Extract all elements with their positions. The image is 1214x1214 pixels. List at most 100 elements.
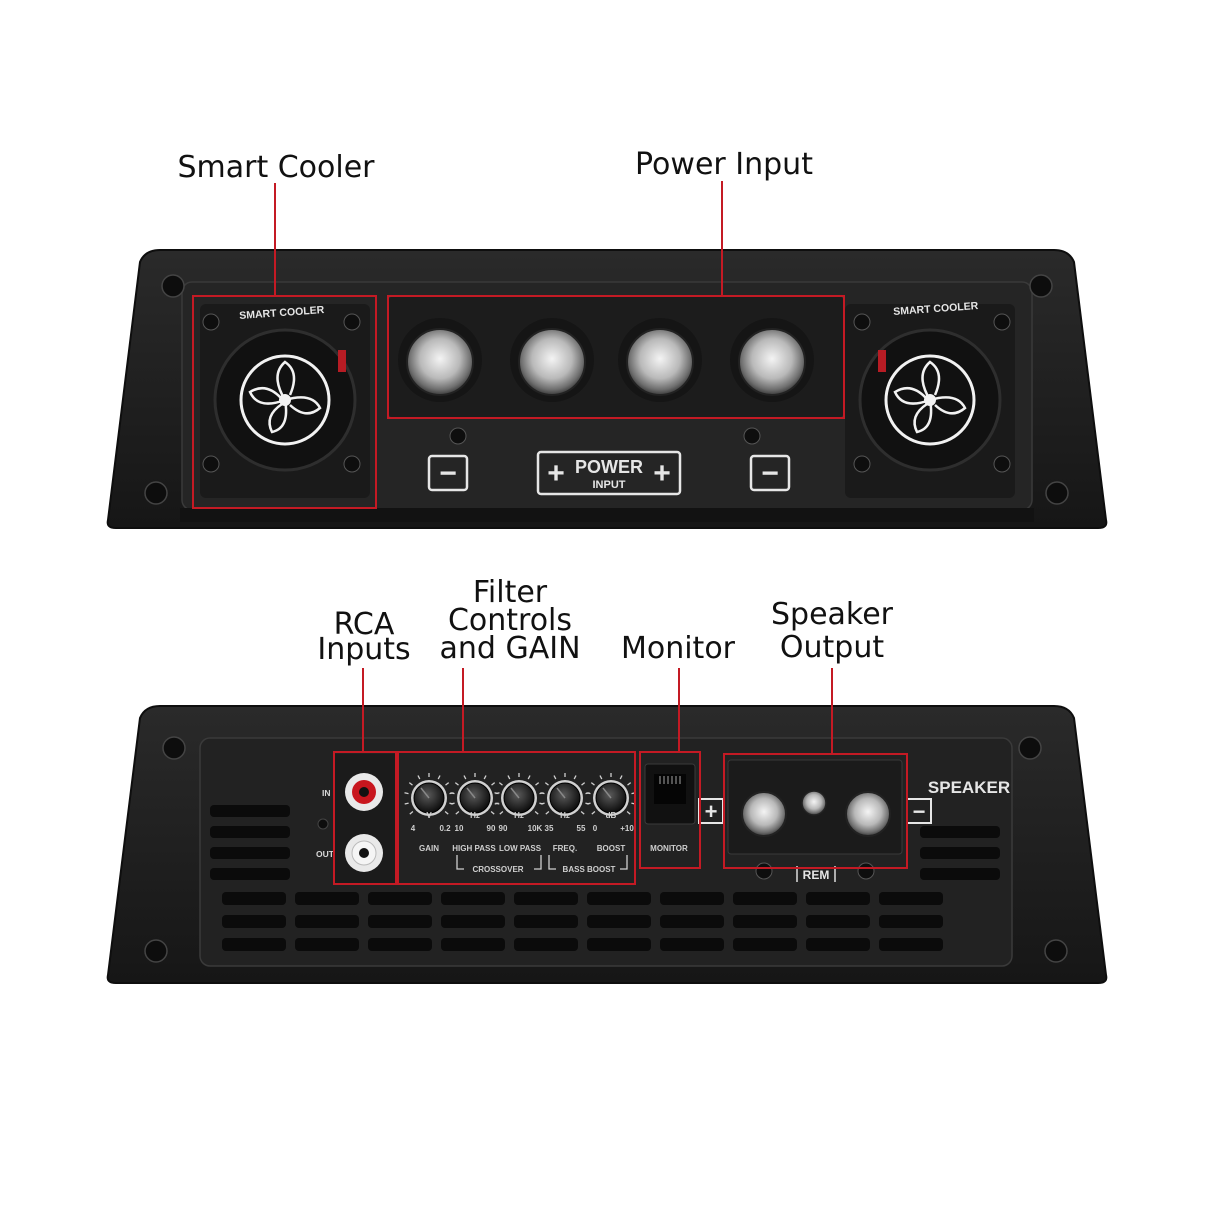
vent-slot (222, 915, 286, 928)
vent-slot (295, 938, 359, 951)
vent-slot (295, 892, 359, 905)
knob-max: 10K (528, 824, 543, 833)
knob-unit: Hz (514, 811, 524, 820)
knob-max: 90 (487, 824, 496, 833)
callout-filter-line3: and GAIN (439, 631, 580, 666)
vent-slot (587, 938, 651, 951)
speaker-output: + − SPEAKER REM (698, 759, 1010, 882)
vent-slot (441, 892, 505, 905)
monitor-port: MONITOR (644, 763, 696, 853)
callout-monitor: Monitor (621, 631, 736, 666)
vent-slot (587, 915, 651, 928)
minus-icon: − (439, 457, 457, 490)
vent-slot (295, 915, 359, 928)
power-terminal (510, 318, 594, 402)
vent-slot (514, 938, 578, 951)
chassis-screws (144, 274, 1069, 505)
vent-slot (368, 915, 432, 928)
chassis-screws (144, 736, 1068, 963)
knob-label: HIGH PASS (452, 844, 496, 853)
fan-icon (239, 354, 331, 446)
vent-slot (660, 915, 724, 928)
vent-slot (441, 938, 505, 951)
vent-slot (514, 915, 578, 928)
speaker-highlight (723, 753, 908, 869)
plus-icon: + (547, 457, 565, 490)
callout-smart-cooler: Smart Cooler (177, 150, 375, 185)
rca-out-label: OUT (316, 849, 335, 859)
minus-icon: − (913, 799, 926, 824)
knob-min: 10 (455, 824, 464, 833)
power-sub-label: INPUT (593, 479, 626, 491)
vent-slot (806, 892, 870, 905)
knob-unit: V (426, 811, 432, 820)
smart-cooler-highlight (192, 295, 377, 509)
vent-slot (210, 868, 290, 880)
callout-speaker-line2: Output (780, 630, 884, 665)
knob-min: 0 (593, 824, 598, 833)
bass-boost-label: BASS BOOST (563, 865, 616, 874)
knob-unit: Hz (470, 811, 480, 820)
callout-power-input: Power Input (635, 147, 813, 182)
power-terminal (618, 318, 702, 402)
knob-min: 35 (545, 824, 554, 833)
top-base-strip (180, 508, 1034, 522)
rca-highlight (333, 751, 397, 885)
cooler-right-label: SMART COOLER (893, 300, 979, 318)
vent-slot (222, 892, 286, 905)
power-terminals (387, 295, 845, 445)
power-input-highlight (387, 295, 845, 419)
power-label: POWER (575, 457, 643, 477)
fan-blades-icon (893, 360, 967, 434)
callouts: Smart Cooler Power Input RCA Inputs Filt… (177, 147, 894, 754)
callout-speaker-line1: Speaker (771, 597, 894, 632)
cooler-left-label: SMART COOLER (239, 304, 325, 322)
rem-label: REM (803, 868, 830, 882)
knob-unit: Hz (560, 811, 570, 820)
callout-filter-line1: Filter (473, 575, 548, 610)
speaker-terminal[interactable] (741, 791, 787, 837)
plus-icon: + (705, 799, 718, 824)
callout-rca-line1: RCA (334, 607, 395, 642)
knob-label: GAIN (419, 844, 439, 853)
vent-slot (441, 915, 505, 928)
vent-slot (368, 892, 432, 905)
vent-slot (879, 892, 943, 905)
speaker-terminal[interactable] (845, 791, 891, 837)
vent-slot (920, 868, 1000, 880)
vent-slot (879, 915, 943, 928)
vent-slot (660, 892, 724, 905)
rca-inputs: IN OUT (316, 754, 395, 884)
vent-slot (806, 938, 870, 951)
ventilation-grille (210, 805, 1000, 951)
vent-slot (660, 938, 724, 951)
smart-cooler-left: SMART COOLER (200, 304, 370, 498)
monitor-highlight (639, 751, 701, 869)
power-polarity-labels: − − + + POWER INPUT (427, 450, 791, 496)
group-brackets (456, 855, 628, 870)
minus-icon: − (761, 457, 779, 490)
knob-unit: dB (606, 811, 617, 820)
knob-min: 4 (411, 824, 416, 833)
speaker-label: SPEAKER (928, 778, 1010, 797)
vent-slot (222, 938, 286, 951)
fan-icon (884, 354, 976, 446)
callout-rca-line2: Inputs (317, 632, 410, 667)
rem-terminal[interactable] (801, 790, 827, 816)
knob-label: FREQ. (553, 844, 577, 853)
vent-slot (806, 915, 870, 928)
top-amplifier: SMART COOLER SMART COOLER (106, 249, 1108, 529)
vent-slot (587, 892, 651, 905)
crossover-label: CROSSOVER (472, 865, 523, 874)
vent-slot (733, 938, 797, 951)
callout-filter-line2: Controls (448, 603, 572, 638)
vent-slot (920, 847, 1000, 859)
knob-label: BOOST (597, 844, 626, 853)
vent-slot (210, 826, 290, 838)
